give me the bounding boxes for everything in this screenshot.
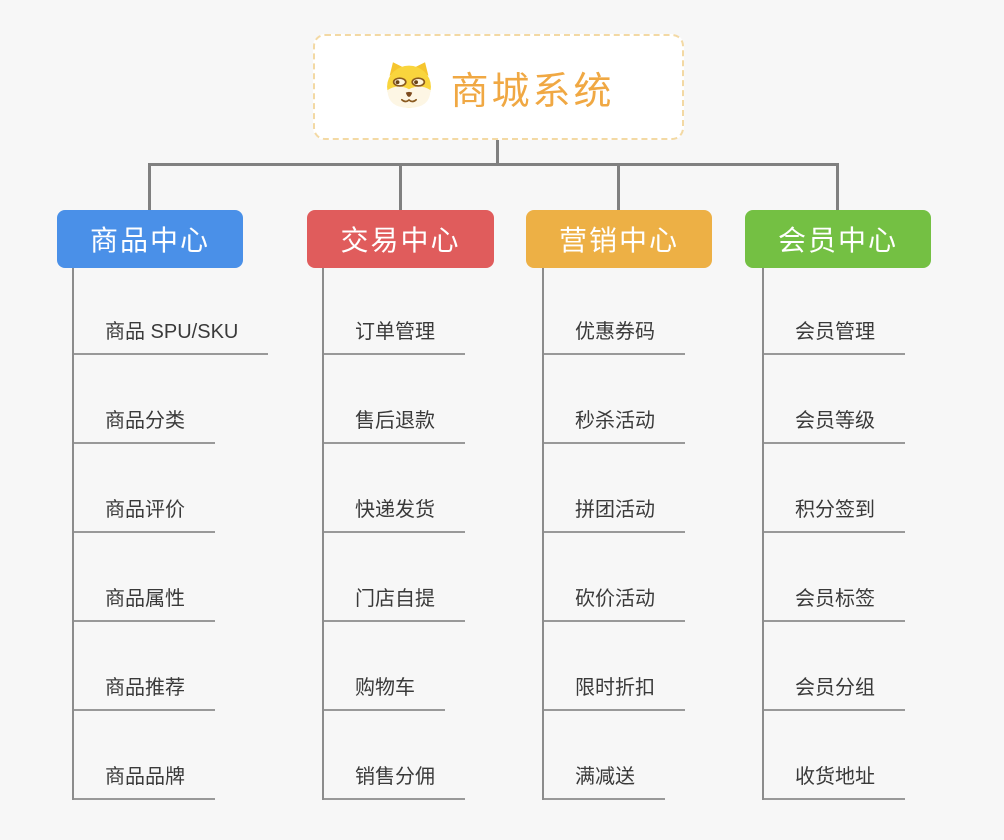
child-node-label[interactable]: 商品 SPU/SKU xyxy=(72,315,269,355)
column-connector-line xyxy=(72,268,74,800)
child-node[interactable]: 限时折扣 xyxy=(542,622,802,711)
child-node[interactable]: 购物车 xyxy=(322,622,582,711)
child-node-label[interactable]: 秒杀活动 xyxy=(542,404,685,444)
child-node-label[interactable]: 优惠券码 xyxy=(542,315,685,355)
column-connector-line xyxy=(542,268,544,800)
child-node[interactable]: 商品评价 xyxy=(72,444,332,533)
child-node-label[interactable]: 售后退款 xyxy=(322,404,465,444)
child-node[interactable]: 优惠券码 xyxy=(542,266,802,355)
child-node-label[interactable]: 订单管理 xyxy=(322,315,465,355)
child-node-label[interactable]: 会员分组 xyxy=(762,671,905,711)
child-column-marketing-center: 优惠券码 秒杀活动 拼团活动 砍价活动 限时折扣 满减送 xyxy=(542,266,802,800)
child-node-label[interactable]: 商品分类 xyxy=(72,404,215,444)
child-node[interactable]: 门店自提 xyxy=(322,533,582,622)
child-node[interactable]: 满减送 xyxy=(542,711,802,800)
child-node[interactable]: 会员标签 xyxy=(762,533,1004,622)
child-node[interactable]: 会员管理 xyxy=(762,266,1004,355)
child-column-product-center: 商品 SPU/SKU 商品分类 商品评价 商品属性 商品推荐 商品品牌 xyxy=(72,266,332,800)
child-node[interactable]: 拼团活动 xyxy=(542,444,802,533)
branch-label: 会员中心 xyxy=(777,225,898,256)
child-node-label[interactable]: 满减送 xyxy=(542,760,665,800)
child-node[interactable]: 积分签到 xyxy=(762,444,1004,533)
shiba-dog-icon xyxy=(382,60,436,115)
child-node[interactable]: 商品属性 xyxy=(72,533,332,622)
child-node-label[interactable]: 积分签到 xyxy=(762,493,905,533)
child-node-label[interactable]: 会员标签 xyxy=(762,582,905,622)
child-node-label[interactable]: 拼团活动 xyxy=(542,493,685,533)
root-node-label: 商城系统 xyxy=(450,70,615,113)
child-node-label[interactable]: 商品属性 xyxy=(72,582,215,622)
branch-label: 商品中心 xyxy=(89,225,210,256)
connector-drop-product xyxy=(148,163,151,210)
child-node-label[interactable]: 商品品牌 xyxy=(72,760,215,800)
connector-horizontal-rail xyxy=(148,163,839,166)
child-column-member-center: 会员管理 会员等级 积分签到 会员标签 会员分组 收货地址 xyxy=(762,266,1004,800)
child-node[interactable]: 砍价活动 xyxy=(542,533,802,622)
column-connector-line xyxy=(762,268,764,800)
connector-root-stem xyxy=(496,140,499,163)
child-node[interactable]: 会员等级 xyxy=(762,355,1004,444)
child-node[interactable]: 商品推荐 xyxy=(72,622,332,711)
connector-drop-trade xyxy=(399,163,402,210)
child-node[interactable]: 收货地址 xyxy=(762,711,1004,800)
child-node[interactable]: 商品 SPU/SKU xyxy=(72,266,332,355)
child-node-label[interactable]: 快递发货 xyxy=(322,493,465,533)
child-node-label[interactable]: 砍价活动 xyxy=(542,582,685,622)
child-node[interactable]: 秒杀活动 xyxy=(542,355,802,444)
child-node-label[interactable]: 销售分佣 xyxy=(322,760,465,800)
child-column-trade-center: 订单管理 售后退款 快递发货 门店自提 购物车 销售分佣 xyxy=(322,266,582,800)
child-node[interactable]: 售后退款 xyxy=(322,355,582,444)
child-node[interactable]: 会员分组 xyxy=(762,622,1004,711)
connector-drop-marketing xyxy=(617,163,620,210)
child-node-label[interactable]: 购物车 xyxy=(322,671,445,711)
child-node-label[interactable]: 收货地址 xyxy=(762,760,905,800)
branch-label: 交易中心 xyxy=(340,225,461,256)
child-node-label[interactable]: 限时折扣 xyxy=(542,671,685,711)
branch-label: 营销中心 xyxy=(558,225,679,256)
child-node-label[interactable]: 门店自提 xyxy=(322,582,465,622)
branch-node-trade-center[interactable]: 交易中心 xyxy=(307,210,494,268)
child-node-label[interactable]: 会员管理 xyxy=(762,315,905,355)
child-node[interactable]: 销售分佣 xyxy=(322,711,582,800)
child-node-label[interactable]: 商品评价 xyxy=(72,493,215,533)
child-node[interactable]: 商品品牌 xyxy=(72,711,332,800)
child-node-label[interactable]: 商品推荐 xyxy=(72,671,215,711)
root-node[interactable]: 商城系统 xyxy=(313,34,684,140)
branch-node-product-center[interactable]: 商品中心 xyxy=(57,210,243,268)
child-node-label[interactable]: 会员等级 xyxy=(762,404,905,444)
branch-node-member-center[interactable]: 会员中心 xyxy=(745,210,931,268)
connector-drop-member xyxy=(836,163,839,210)
column-connector-line xyxy=(322,268,324,800)
child-node[interactable]: 商品分类 xyxy=(72,355,332,444)
child-node[interactable]: 快递发货 xyxy=(322,444,582,533)
child-node[interactable]: 订单管理 xyxy=(322,266,582,355)
branch-node-marketing-center[interactable]: 营销中心 xyxy=(526,210,712,268)
